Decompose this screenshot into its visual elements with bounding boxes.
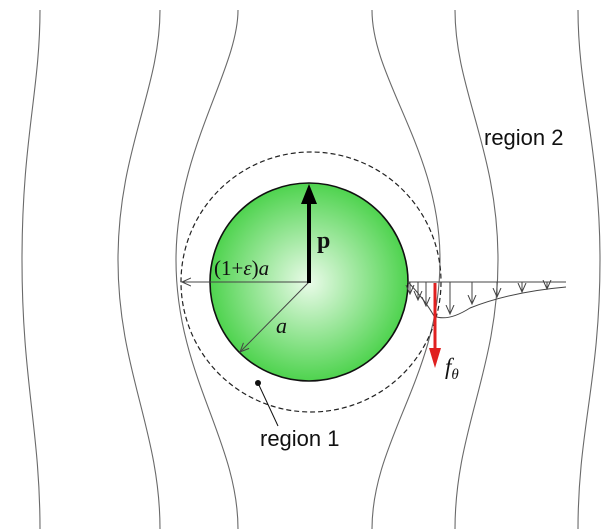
streamline-4	[371, 9, 441, 529]
force-arrow-arrowhead	[429, 348, 441, 368]
region1-label: region 1	[260, 426, 340, 451]
streamline-6	[577, 9, 601, 529]
outer-radius-coef: (1+	[214, 256, 243, 280]
streamline-5	[454, 9, 499, 529]
dipole-vector-arrowhead	[301, 184, 317, 204]
streamline-3	[175, 9, 239, 529]
region2-label: region 2	[484, 125, 564, 150]
dipole-label: p	[317, 228, 330, 254]
outer-radius-a: a	[259, 256, 270, 280]
epsilon-symbol: ε	[243, 256, 252, 280]
inner-radius-label: a	[276, 313, 287, 338]
force-symbol: f	[445, 354, 455, 379]
inner-radius-arrow	[240, 281, 310, 352]
profile-curve	[407, 281, 567, 319]
region1-leader-line	[257, 382, 279, 427]
force-label: fθ	[445, 354, 459, 383]
streamline-1	[21, 9, 41, 529]
shear-profile	[407, 281, 567, 319]
streamlines	[21, 9, 601, 529]
force-subscript: θ	[451, 367, 459, 383]
region1-leader-dot	[255, 380, 261, 386]
outer-radius-close: )	[252, 256, 259, 280]
outer-radius-label: (1+ε)a	[214, 256, 269, 280]
streamline-2	[117, 9, 161, 529]
